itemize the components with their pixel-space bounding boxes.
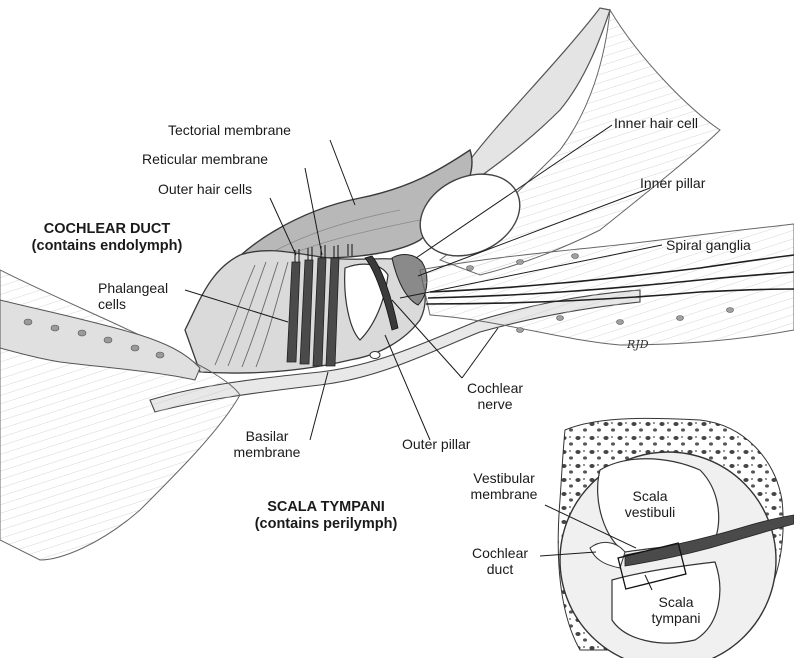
artist-signature-mark: RJD	[626, 338, 649, 351]
supporting-cell-lines	[214, 261, 289, 368]
label-reticular-membrane: Reticular membrane	[142, 151, 269, 167]
region-cochlear-duct: COCHLEAR DUCT (contains endolymph)	[31, 221, 183, 254]
osseous-spiral-lamina	[419, 223, 794, 346]
label-basilar-membrane: Basilar membrane	[233, 428, 301, 460]
left-epithelium-nuclei	[23, 318, 165, 359]
label-spiral-ganglia: Spiral ganglia	[666, 237, 751, 253]
inset-label-scala-tympani: Scala tympani	[651, 594, 701, 626]
inset-label-cochlear-duct: Cochlear duct	[471, 545, 529, 577]
inset-label-scala-vestibuli: Scala vestibuli	[624, 488, 676, 520]
outer-hair-cell-group	[286, 257, 340, 367]
inset-leader-lines	[539, 504, 653, 591]
label-outer-pillar: Outer pillar	[402, 436, 471, 452]
label-outer-hair-cells: Outer hair cells	[158, 181, 253, 197]
label-tectorial-membrane: Tectorial membrane	[168, 122, 291, 138]
inset-cochlea	[539, 417, 794, 658]
inner-sulcus	[419, 173, 521, 257]
region-scala-tympani: SCALA TYMPANI (contains perilymph)	[254, 499, 398, 532]
left-epithelium	[0, 299, 201, 381]
inset-label-vestibular-membrane: Vestibular membrane	[470, 470, 538, 502]
inset-scala-tympani	[611, 561, 721, 644]
inset-detail-box	[617, 542, 687, 590]
lamina-nuclei	[466, 253, 734, 333]
vas-spirale	[369, 351, 381, 359]
spiral-ganglia-fibres	[425, 254, 794, 305]
leader-lines	[184, 124, 663, 441]
label-cochlear-nerve: Cochlear nerve	[466, 380, 524, 412]
inset-cochlear-duct	[589, 542, 626, 569]
label-inner-pillar: Inner pillar	[640, 175, 706, 191]
label-phalangeal-cells: Phalangeal cells	[98, 280, 169, 312]
pillar-cells	[364, 255, 399, 331]
label-inner-hair-cell: Inner hair cell	[614, 115, 699, 131]
